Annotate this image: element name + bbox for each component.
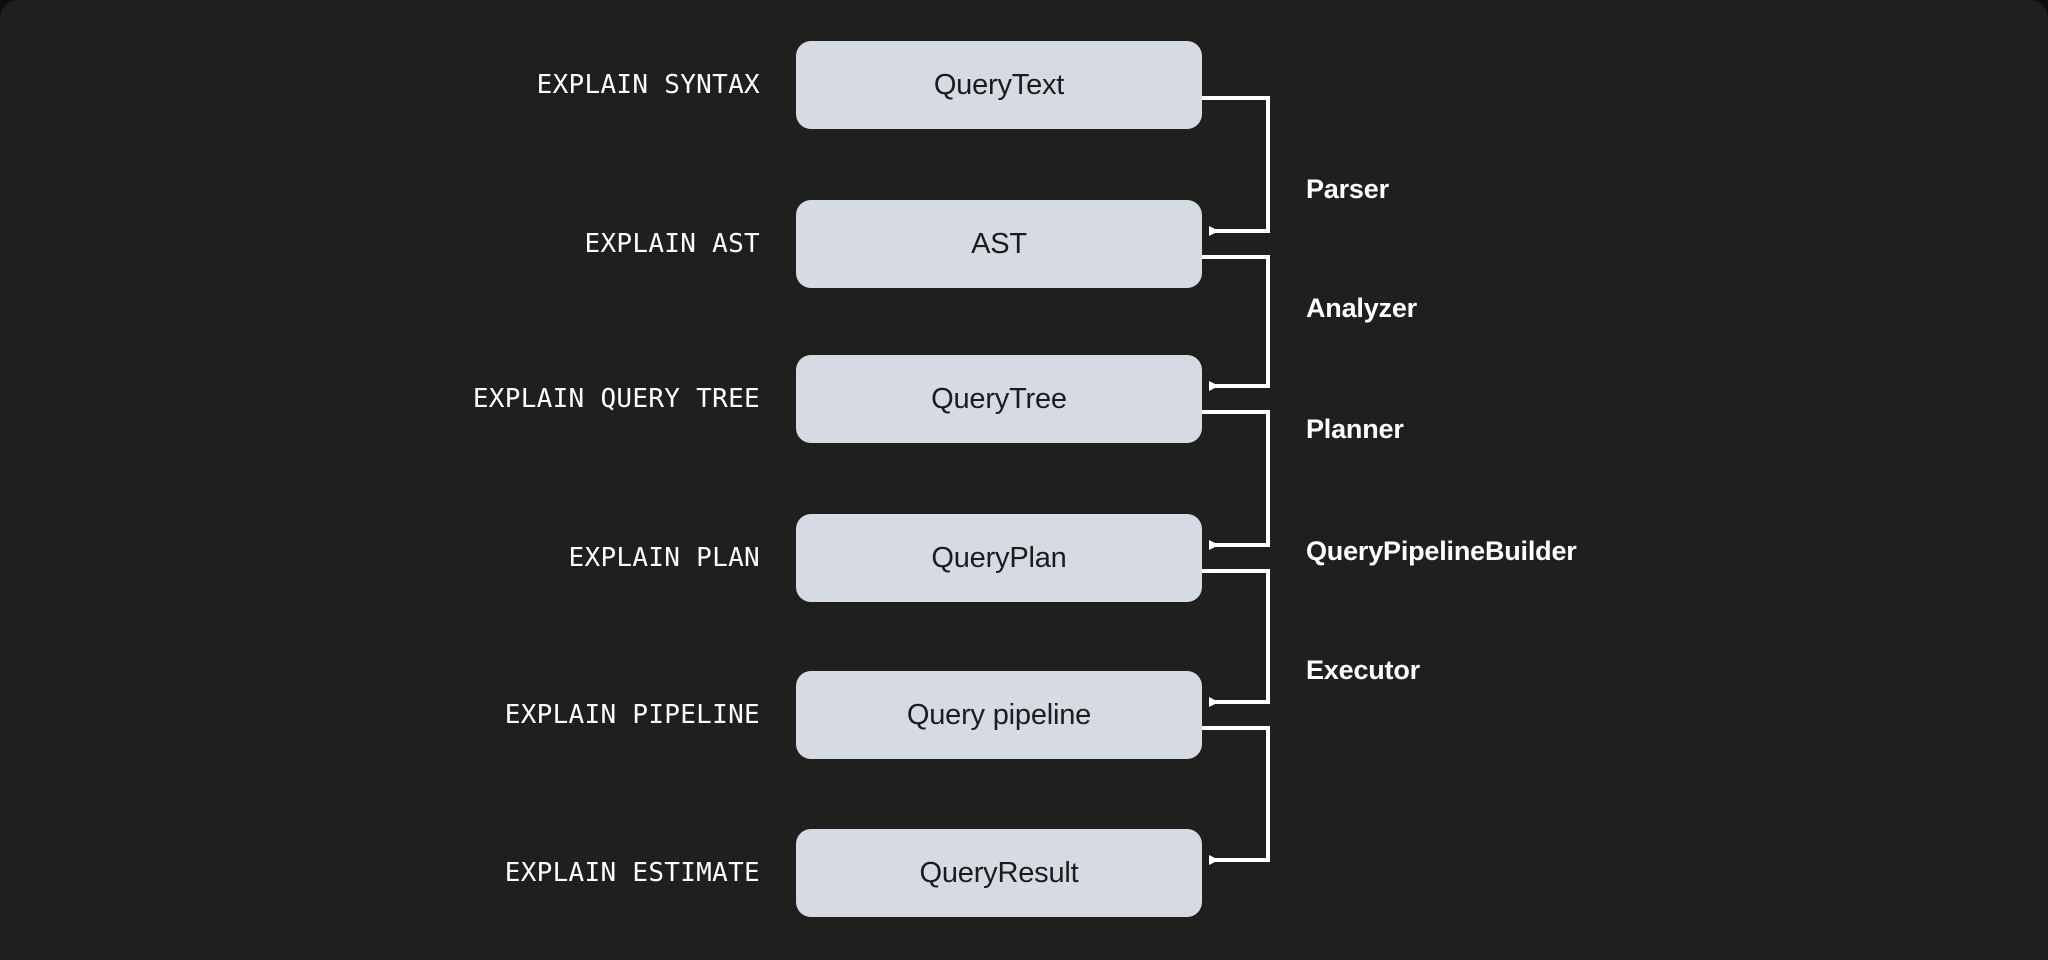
component-label: Analyzer xyxy=(1306,293,1417,323)
stage-row: EXPLAIN PLAN QueryPlan xyxy=(0,514,2048,602)
stage-box[interactable]: QueryPlan xyxy=(796,514,1202,602)
stage-box-label: QueryTree xyxy=(931,382,1067,415)
stage-box-label: QueryResult xyxy=(919,856,1079,889)
stage-box-label: Query pipeline xyxy=(906,698,1092,731)
explain-command-label: EXPLAIN PIPELINE xyxy=(504,700,760,730)
stage-box-label: AST xyxy=(971,227,1027,260)
explain-command-label: EXPLAIN AST xyxy=(584,229,760,259)
stage-row: EXPLAIN AST AST xyxy=(0,200,2048,288)
stage-box[interactable]: QueryText xyxy=(796,41,1202,129)
component-label: Executor xyxy=(1306,655,1420,685)
stage-box[interactable]: QueryTree xyxy=(796,355,1202,443)
stage-row: EXPLAIN SYNTAX QueryText xyxy=(0,41,2048,129)
explain-command-label: EXPLAIN PLAN xyxy=(568,543,760,573)
explain-command-label: EXPLAIN SYNTAX xyxy=(536,70,760,100)
explain-command-label: EXPLAIN QUERY TREE xyxy=(472,384,760,414)
explain-command-label: EXPLAIN ESTIMATE xyxy=(504,858,760,888)
stage-row: EXPLAIN QUERY TREE QueryTree xyxy=(0,355,2048,443)
stage-box[interactable]: Query pipeline xyxy=(796,671,1202,759)
component-label: Planner xyxy=(1306,414,1404,444)
stage-row: EXPLAIN ESTIMATE QueryResult xyxy=(0,829,2048,917)
stage-box-label: QueryText xyxy=(933,68,1065,101)
stage-box-label: QueryPlan xyxy=(931,541,1067,574)
component-label: QueryPipelineBuilder xyxy=(1306,536,1577,566)
stage-row: EXPLAIN PIPELINE Query pipeline xyxy=(0,671,2048,759)
stage-box[interactable]: AST xyxy=(796,200,1202,288)
stage-box[interactable]: QueryResult xyxy=(796,829,1202,917)
component-label: Parser xyxy=(1306,174,1389,204)
